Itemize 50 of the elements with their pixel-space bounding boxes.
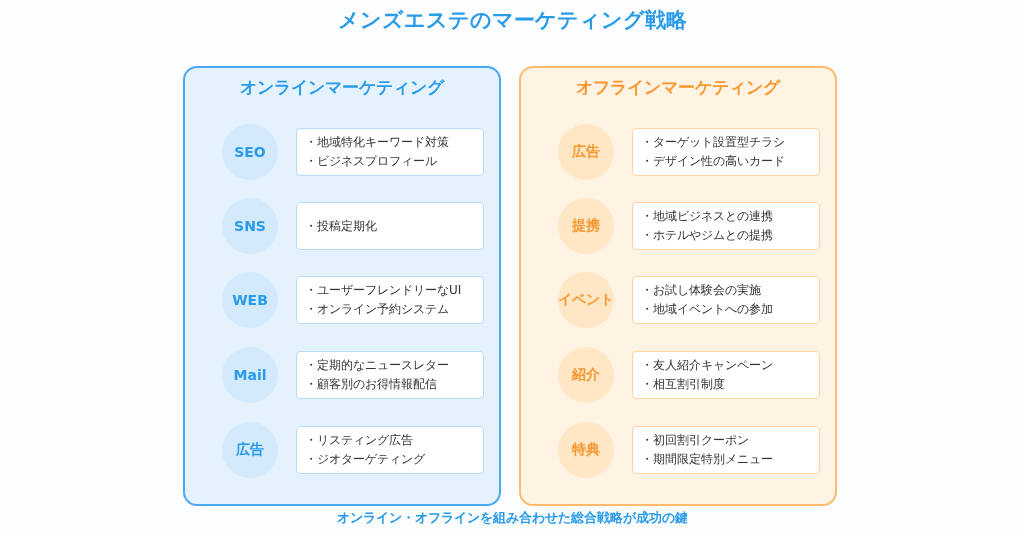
bullet-text: ・定期的なニュースレター <box>305 357 450 374</box>
item-box <box>296 276 484 324</box>
category-label: 広告 <box>236 441 264 459</box>
category-label: 広告 <box>572 143 600 161</box>
bullet-text: ・お試し体験会の実施 <box>641 282 762 299</box>
item-box <box>632 276 820 324</box>
bullet-text: ・初回割引クーポン <box>641 432 750 449</box>
panel-heading: オフラインマーケティング <box>575 76 782 99</box>
item-box <box>632 426 820 474</box>
bullet-text: ・投稿定期化 <box>305 217 378 235</box>
bullet-text: ・期間限定特別メニュー <box>641 451 774 468</box>
panel-card <box>519 66 837 506</box>
category-label: WEB <box>232 292 268 308</box>
category-label: 提携 <box>572 217 600 235</box>
item-box <box>632 128 820 176</box>
category-circle <box>558 124 614 180</box>
category-circle <box>558 272 614 328</box>
item-box <box>632 351 820 399</box>
category-label: SNS <box>234 218 266 234</box>
category-label: Mail <box>233 367 267 383</box>
bullet-text: ・ジオターゲティング <box>305 451 426 468</box>
bullet-text: ・オンライン予約システム <box>305 301 450 318</box>
bullet-text: ・ユーザーフレンドリーなUI <box>305 282 463 299</box>
caption: オンライン・オフラインを組み合わせた総合戦略が成功の鍵 <box>335 509 689 527</box>
bullet-text: ・地域イベントへの参加 <box>641 301 774 318</box>
diagram-title: メンズエステのマーケティング戦略 <box>336 7 688 34</box>
item-box <box>632 202 820 250</box>
item-box <box>296 426 484 474</box>
category-label: イベント <box>558 291 614 309</box>
bullet-text: ・地域特化キーワード対策 <box>305 134 450 151</box>
bullet-text: ・友人紹介キャンペーン <box>641 357 774 374</box>
bullet-text: ・ビジネスプロフィール <box>305 153 438 170</box>
category-label: SEO <box>234 144 266 160</box>
item-box <box>296 128 484 176</box>
category-label: 特典 <box>572 441 600 459</box>
bullet-text: ・リスティング広告 <box>305 432 414 449</box>
item-box <box>296 351 484 399</box>
bullet-text: ・相互割引制度 <box>641 376 726 393</box>
bullet-text: ・地域ビジネスとの連携 <box>641 208 774 225</box>
item-box <box>296 202 484 250</box>
category-circle <box>558 347 614 403</box>
category-circle <box>558 198 614 254</box>
panel-heading: オンラインマーケティング <box>239 76 446 99</box>
bullet-text: ・ホテルやジムとの提携 <box>641 227 774 244</box>
bullet-text: ・デザイン性の高いカード <box>641 153 786 170</box>
category-circle <box>558 422 614 478</box>
panel-card <box>183 66 501 506</box>
bullet-text: ・顧客別のお得情報配信 <box>305 376 438 393</box>
bullet-text: ・ターゲット設置型チラシ <box>641 134 786 151</box>
category-label: 紹介 <box>572 366 600 384</box>
